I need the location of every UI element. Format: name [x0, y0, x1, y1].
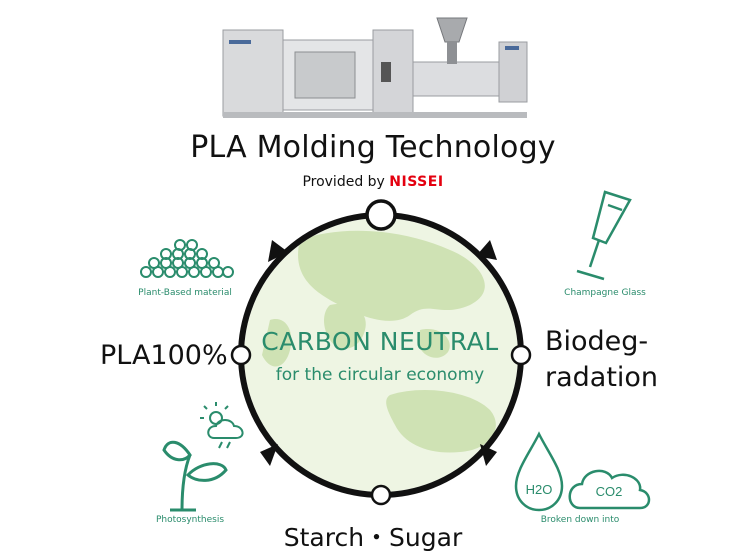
stage-label-right-line1: Biodeg-	[545, 326, 649, 357]
label-champagne-glass: Champagne Glass	[564, 288, 646, 298]
brand-name: NISSEI	[389, 174, 444, 190]
arrow-head-bottom-left	[260, 444, 278, 466]
label-broken-down: Broken down into	[540, 515, 620, 525]
center-title: CARBON NEUTRAL	[261, 327, 499, 356]
node-bottom	[370, 484, 392, 506]
pellets-icon	[140, 239, 234, 278]
globe-graphic	[244, 218, 518, 492]
water-drop-icon	[514, 431, 564, 512]
arrow-head-top-left	[268, 240, 288, 262]
water-molecule-label: H2O	[526, 482, 553, 497]
arrow-head-bottom-right	[480, 444, 497, 466]
node-right	[510, 344, 532, 366]
node-left	[230, 344, 252, 366]
stage-label-right-line2: radation	[545, 362, 659, 393]
node-top	[365, 199, 397, 231]
sun-cloud-rain-icon	[200, 402, 244, 449]
co2-molecule-label: CO2	[596, 484, 623, 499]
stage-label-bottom: Starch・Sugar	[283, 523, 463, 552]
page-title: PLA Molding Technology	[190, 130, 556, 165]
stage-label-right: Biodeg- radation	[545, 324, 658, 396]
champagne-glass-icon	[576, 190, 632, 281]
provided-by: Provided by NISSEI	[0, 174, 746, 190]
label-photosynthesis: Photosynthesis	[155, 515, 225, 525]
broken-down-icons	[514, 431, 651, 512]
sprout-icon	[162, 440, 228, 512]
arrow-head-top-right	[476, 240, 497, 260]
center-subtitle: for the circular economy	[275, 365, 485, 385]
provided-prefix: Provided by	[302, 174, 385, 190]
co2-cloud-icon	[568, 469, 651, 510]
label-plant-material: Plant-Based material	[138, 288, 232, 298]
molding-machine-image	[222, 17, 528, 118]
stage-label-left: PLA100%	[100, 340, 228, 371]
